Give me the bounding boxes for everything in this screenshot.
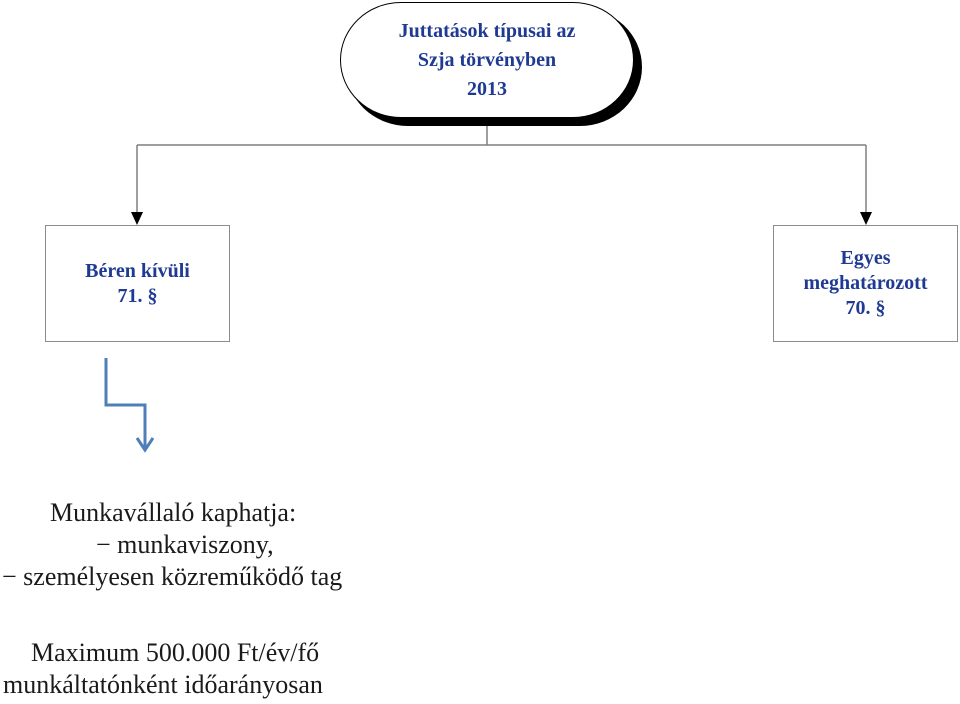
- right-box: Egyes meghatározott 70. §: [773, 225, 958, 342]
- right-box-line-3: 70. §: [845, 297, 886, 319]
- connector-right-arrowhead: [860, 212, 872, 225]
- connector-left-arrowhead: [131, 212, 143, 225]
- root-line-3: 2013: [467, 77, 507, 100]
- right-box-line-1: Egyes: [840, 247, 891, 269]
- root-line-2: Szja törvényben: [417, 48, 557, 71]
- left-box: Béren kívüli 71. §: [45, 225, 230, 342]
- bent-arrow-head: [135, 437, 155, 453]
- left-box-line-2: 71. §: [117, 284, 158, 307]
- left-box-line-1: Béren kívüli: [85, 259, 190, 282]
- details-item-2: − személyesen közreműködő tag: [2, 562, 343, 591]
- right-box-line-2: meghatározott: [803, 272, 928, 294]
- root-node: Juttatások típusai az Szja törvényben 20…: [340, 2, 634, 118]
- details-proportional: munkáltatónként időarányosan: [3, 670, 323, 699]
- bent-arrow: [104, 358, 147, 449]
- root-line-1: Juttatások típusai az: [398, 19, 576, 42]
- details-item-1: − munkaviszony,: [96, 530, 274, 559]
- details-maximum: Maximum 500.000 Ft/év/fő: [31, 638, 320, 667]
- details-title: Munkavállaló kaphatja:: [50, 498, 297, 527]
